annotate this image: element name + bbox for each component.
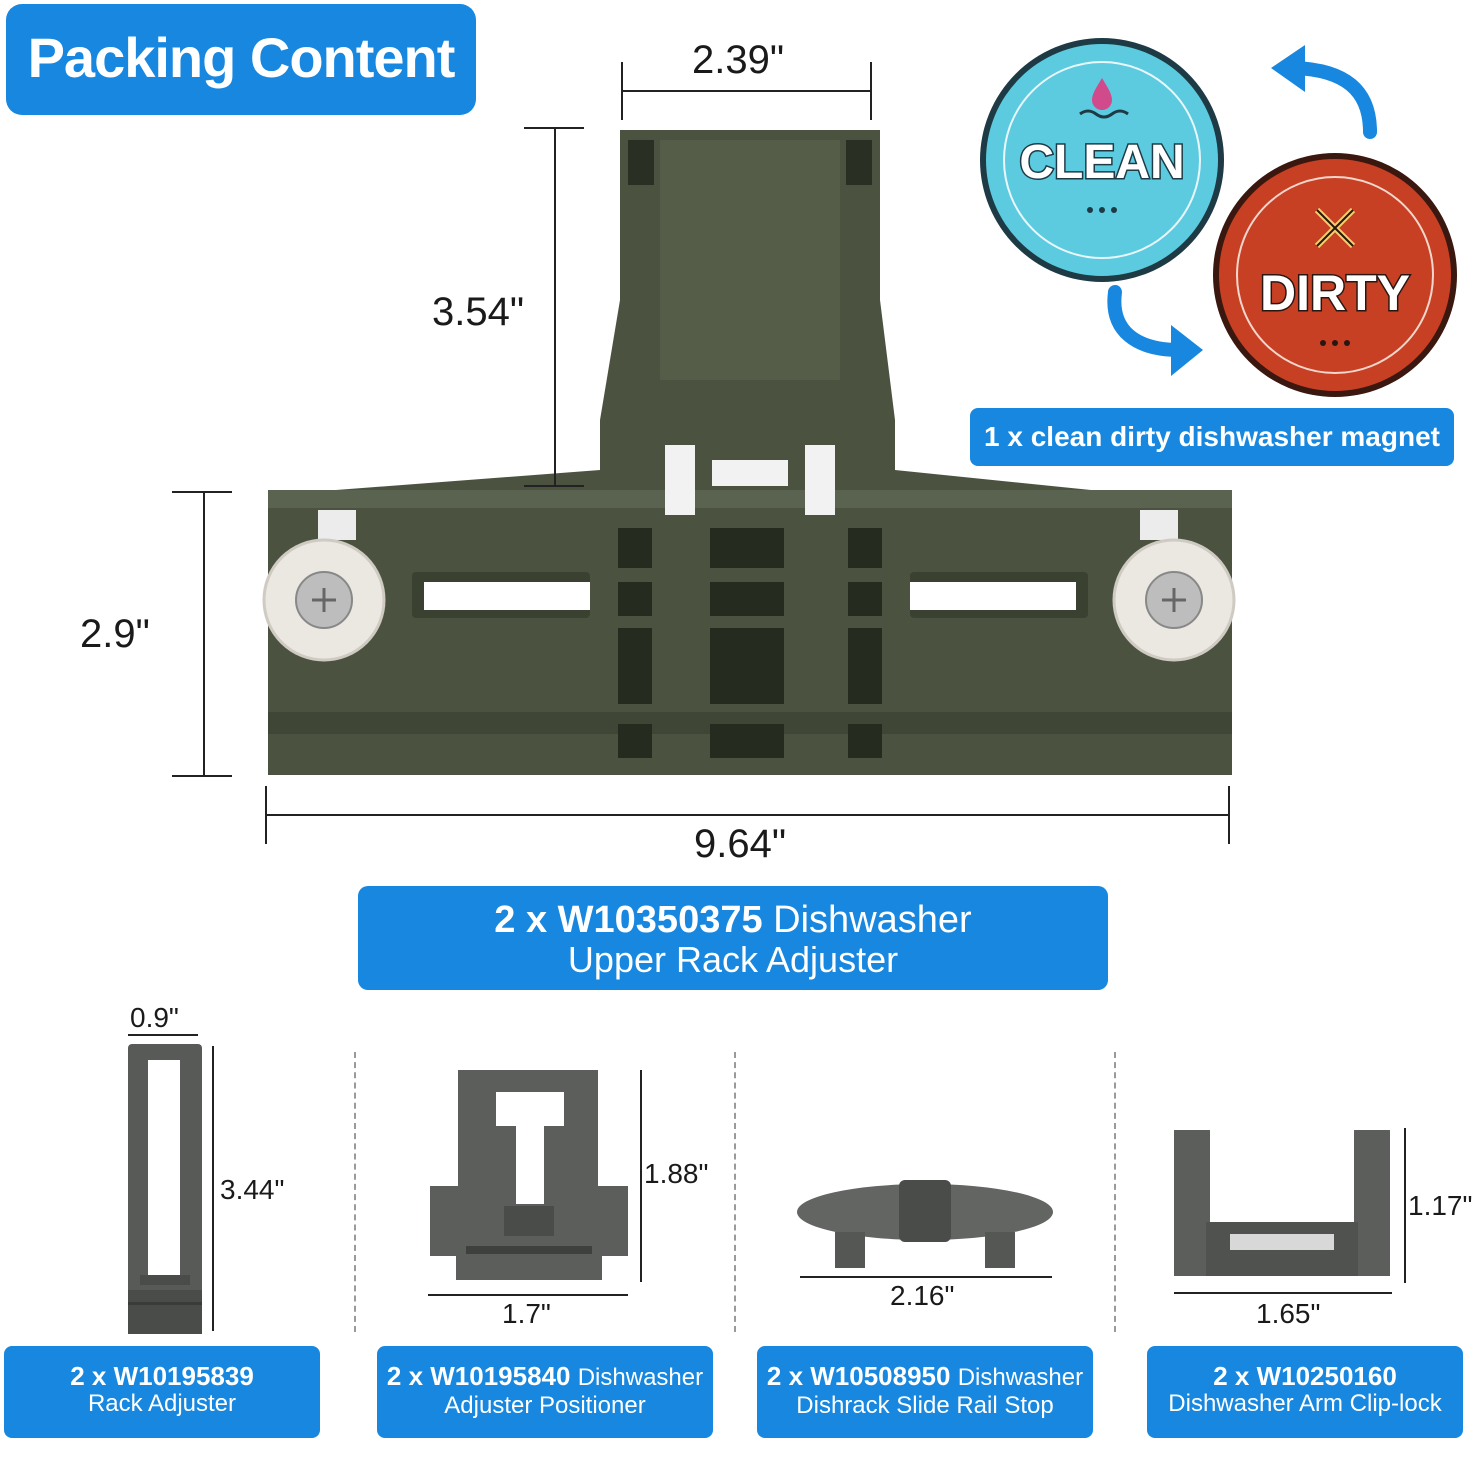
adjuster-positioner-image bbox=[430, 1070, 628, 1280]
rack-adjuster-qty: 2 x W10195839 bbox=[70, 1361, 254, 1391]
total-width-line bbox=[266, 814, 1230, 816]
stem-height-label: 3.54" bbox=[432, 290, 525, 334]
body-height-tick-top bbox=[172, 491, 232, 493]
clean-text: CLEAN bbox=[1019, 136, 1184, 189]
upper-rack-adjuster-image bbox=[262, 130, 1236, 775]
stem-height-line bbox=[554, 128, 556, 486]
main-part-qty: 2 x W10350375 bbox=[494, 899, 763, 941]
body-height-label: 2.9" bbox=[80, 612, 150, 656]
stem-height-tick-top bbox=[524, 127, 584, 129]
total-width-tick-right bbox=[1228, 786, 1230, 844]
slide-rail-stop-qty: 2 x W10508950 bbox=[766, 1361, 951, 1391]
main-part-name-2: Upper Rack Adjuster bbox=[567, 939, 899, 980]
slide-rail-stop-width-label: 2.16" bbox=[890, 1280, 955, 1311]
body-height-line bbox=[203, 492, 205, 776]
total-width-label: 9.64" bbox=[694, 822, 787, 866]
arm-clip-lock-image bbox=[1174, 1130, 1390, 1276]
arm-clip-lock-height-line bbox=[1404, 1128, 1406, 1283]
adjuster-positioner-width-label: 1.7" bbox=[502, 1298, 551, 1329]
separator-3 bbox=[1114, 1052, 1116, 1332]
slide-rail-stop-image bbox=[797, 1180, 1053, 1268]
top-width-tick-right bbox=[870, 62, 872, 120]
header-banner: Packing Content bbox=[6, 4, 476, 115]
rack-adjuster-label: 2 x W10195839 Rack Adjuster bbox=[4, 1346, 320, 1438]
adjuster-positioner-name-2: Adjuster Positioner bbox=[444, 1392, 646, 1419]
rack-adjuster-name: Rack Adjuster bbox=[87, 1390, 237, 1417]
adjuster-positioner-height-line bbox=[640, 1070, 642, 1282]
top-width-label: 2.39" bbox=[692, 38, 785, 82]
separator-2 bbox=[734, 1052, 736, 1332]
arm-clip-lock-width-label: 1.65" bbox=[1256, 1298, 1321, 1329]
arm-clip-lock-qty: 2 x W10250160 bbox=[1213, 1361, 1397, 1391]
page-title: Packing Content bbox=[27, 26, 456, 89]
arm-clip-lock-label: 2 x W10250160 Dishwasher Arm Clip-lock bbox=[1147, 1346, 1463, 1438]
rack-adjuster-image bbox=[128, 1044, 202, 1334]
slide-rail-stop-label: 2 x W10508950 Dishwasher Dishrack Slide … bbox=[757, 1346, 1093, 1438]
dirty-text: DIRTY bbox=[1260, 265, 1410, 321]
magnet-label: 1 x clean dirty dishwasher magnet bbox=[970, 408, 1454, 466]
rack-adjuster-width-label: 0.9" bbox=[130, 1002, 179, 1033]
rack-adjuster-width-line bbox=[128, 1034, 198, 1036]
arm-clip-lock-height-label: 1.17" bbox=[1408, 1190, 1473, 1221]
total-width-tick-left bbox=[265, 786, 267, 844]
main-part-label: 2 x W10350375 Dishwasher Upper Rack Adju… bbox=[358, 886, 1108, 990]
rack-adjuster-height-line bbox=[212, 1046, 214, 1331]
adjuster-positioner-qty: 2 x W10195840 bbox=[386, 1361, 571, 1391]
adjuster-positioner-height-label: 1.88" bbox=[644, 1158, 709, 1189]
top-width-line bbox=[622, 90, 872, 92]
rack-adjuster-height-label: 3.44" bbox=[220, 1174, 285, 1205]
slide-rail-stop-name-2: Dishrack Slide Rail Stop bbox=[796, 1392, 1054, 1419]
adjuster-positioner-name-1: Dishwasher bbox=[577, 1364, 704, 1391]
arm-clip-lock-width-line bbox=[1174, 1292, 1392, 1294]
separator-1 bbox=[354, 1052, 356, 1332]
adjuster-positioner-label: 2 x W10195840 Dishwasher Adjuster Positi… bbox=[377, 1346, 713, 1438]
adjuster-positioner-width-line bbox=[428, 1294, 628, 1296]
arm-clip-lock-name: Dishwasher Arm Clip-lock bbox=[1168, 1390, 1442, 1417]
magnet-label-text: 1 x clean dirty dishwasher magnet bbox=[984, 421, 1440, 452]
slide-rail-stop-width-line bbox=[800, 1276, 1052, 1278]
top-width-tick-left bbox=[621, 62, 623, 120]
clean-dirty-magnet-image: CLEAN DIRTY bbox=[980, 38, 1457, 397]
body-height-tick-bottom bbox=[172, 775, 232, 777]
stem-height-tick-bottom bbox=[524, 485, 584, 487]
main-part-name-1: Dishwasher bbox=[773, 899, 972, 941]
slide-rail-stop-name-1: Dishwasher bbox=[957, 1364, 1084, 1391]
